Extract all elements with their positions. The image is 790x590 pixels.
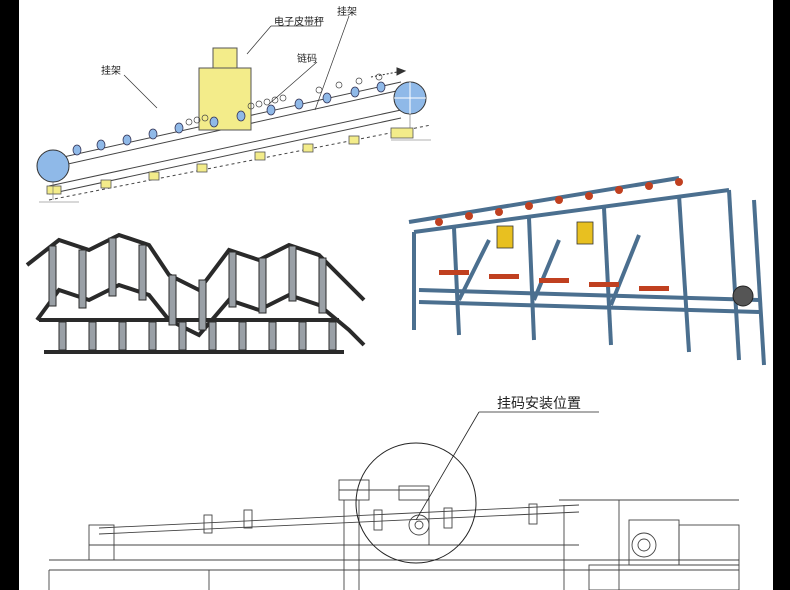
- diagram-svg: [25, 15, 766, 590]
- tail-drum-icon: [36, 149, 70, 183]
- label-hanger-left: 挂架: [101, 66, 121, 77]
- calibration-rack-illustration: [408, 176, 766, 366]
- figure-canvas: 电子皮带秤 挂架 挂架 链码 挂码安装位置: [19, 0, 773, 590]
- label-chain-weight: 链码: [297, 54, 317, 65]
- install-position-circle: [355, 442, 477, 564]
- label-install-position: 挂码安装位置: [497, 396, 581, 412]
- roller-chain-illustration: [25, 232, 366, 354]
- rack-lower-rollers: [439, 270, 669, 291]
- support-legs: [46, 127, 414, 195]
- label-electronic-belt-scale: 电子皮带秤: [274, 17, 324, 28]
- install-drawing: [48, 479, 740, 590]
- rack-top-rollers: [435, 178, 683, 226]
- flow-arrow-icon: [370, 67, 407, 78]
- rack-drum-icon: [732, 285, 754, 307]
- chain-rollers: [48, 237, 337, 351]
- hook-lifter-icon: [496, 221, 594, 249]
- label-hanger-right: 挂架: [337, 7, 357, 18]
- idler-rollers: [72, 81, 386, 156]
